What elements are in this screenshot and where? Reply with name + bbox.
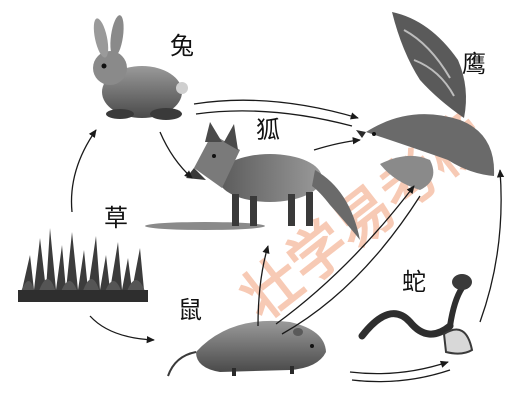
label-grass: 草: [104, 206, 128, 230]
label-rabbit: 兔: [170, 34, 194, 58]
arrow-grass-to-rabbit: [72, 130, 97, 212]
mouse-illustration: [168, 321, 326, 376]
arrow-mouse-to-snake: [350, 362, 448, 374]
label-hawk: 鹰: [462, 52, 486, 76]
rabbit-illustration: [91, 14, 188, 120]
arrow-rabbit-to-fox: [160, 132, 192, 178]
label-fox: 狐: [256, 118, 280, 142]
arrow-grass-to-mouse: [90, 316, 154, 340]
label-mouse: 鼠: [178, 298, 202, 322]
arrow-snake-to-hawk: [480, 170, 501, 322]
arrow-fox-to-hawk: [314, 140, 360, 150]
grass-illustration: [18, 228, 148, 302]
label-snake: 蛇: [402, 270, 426, 294]
